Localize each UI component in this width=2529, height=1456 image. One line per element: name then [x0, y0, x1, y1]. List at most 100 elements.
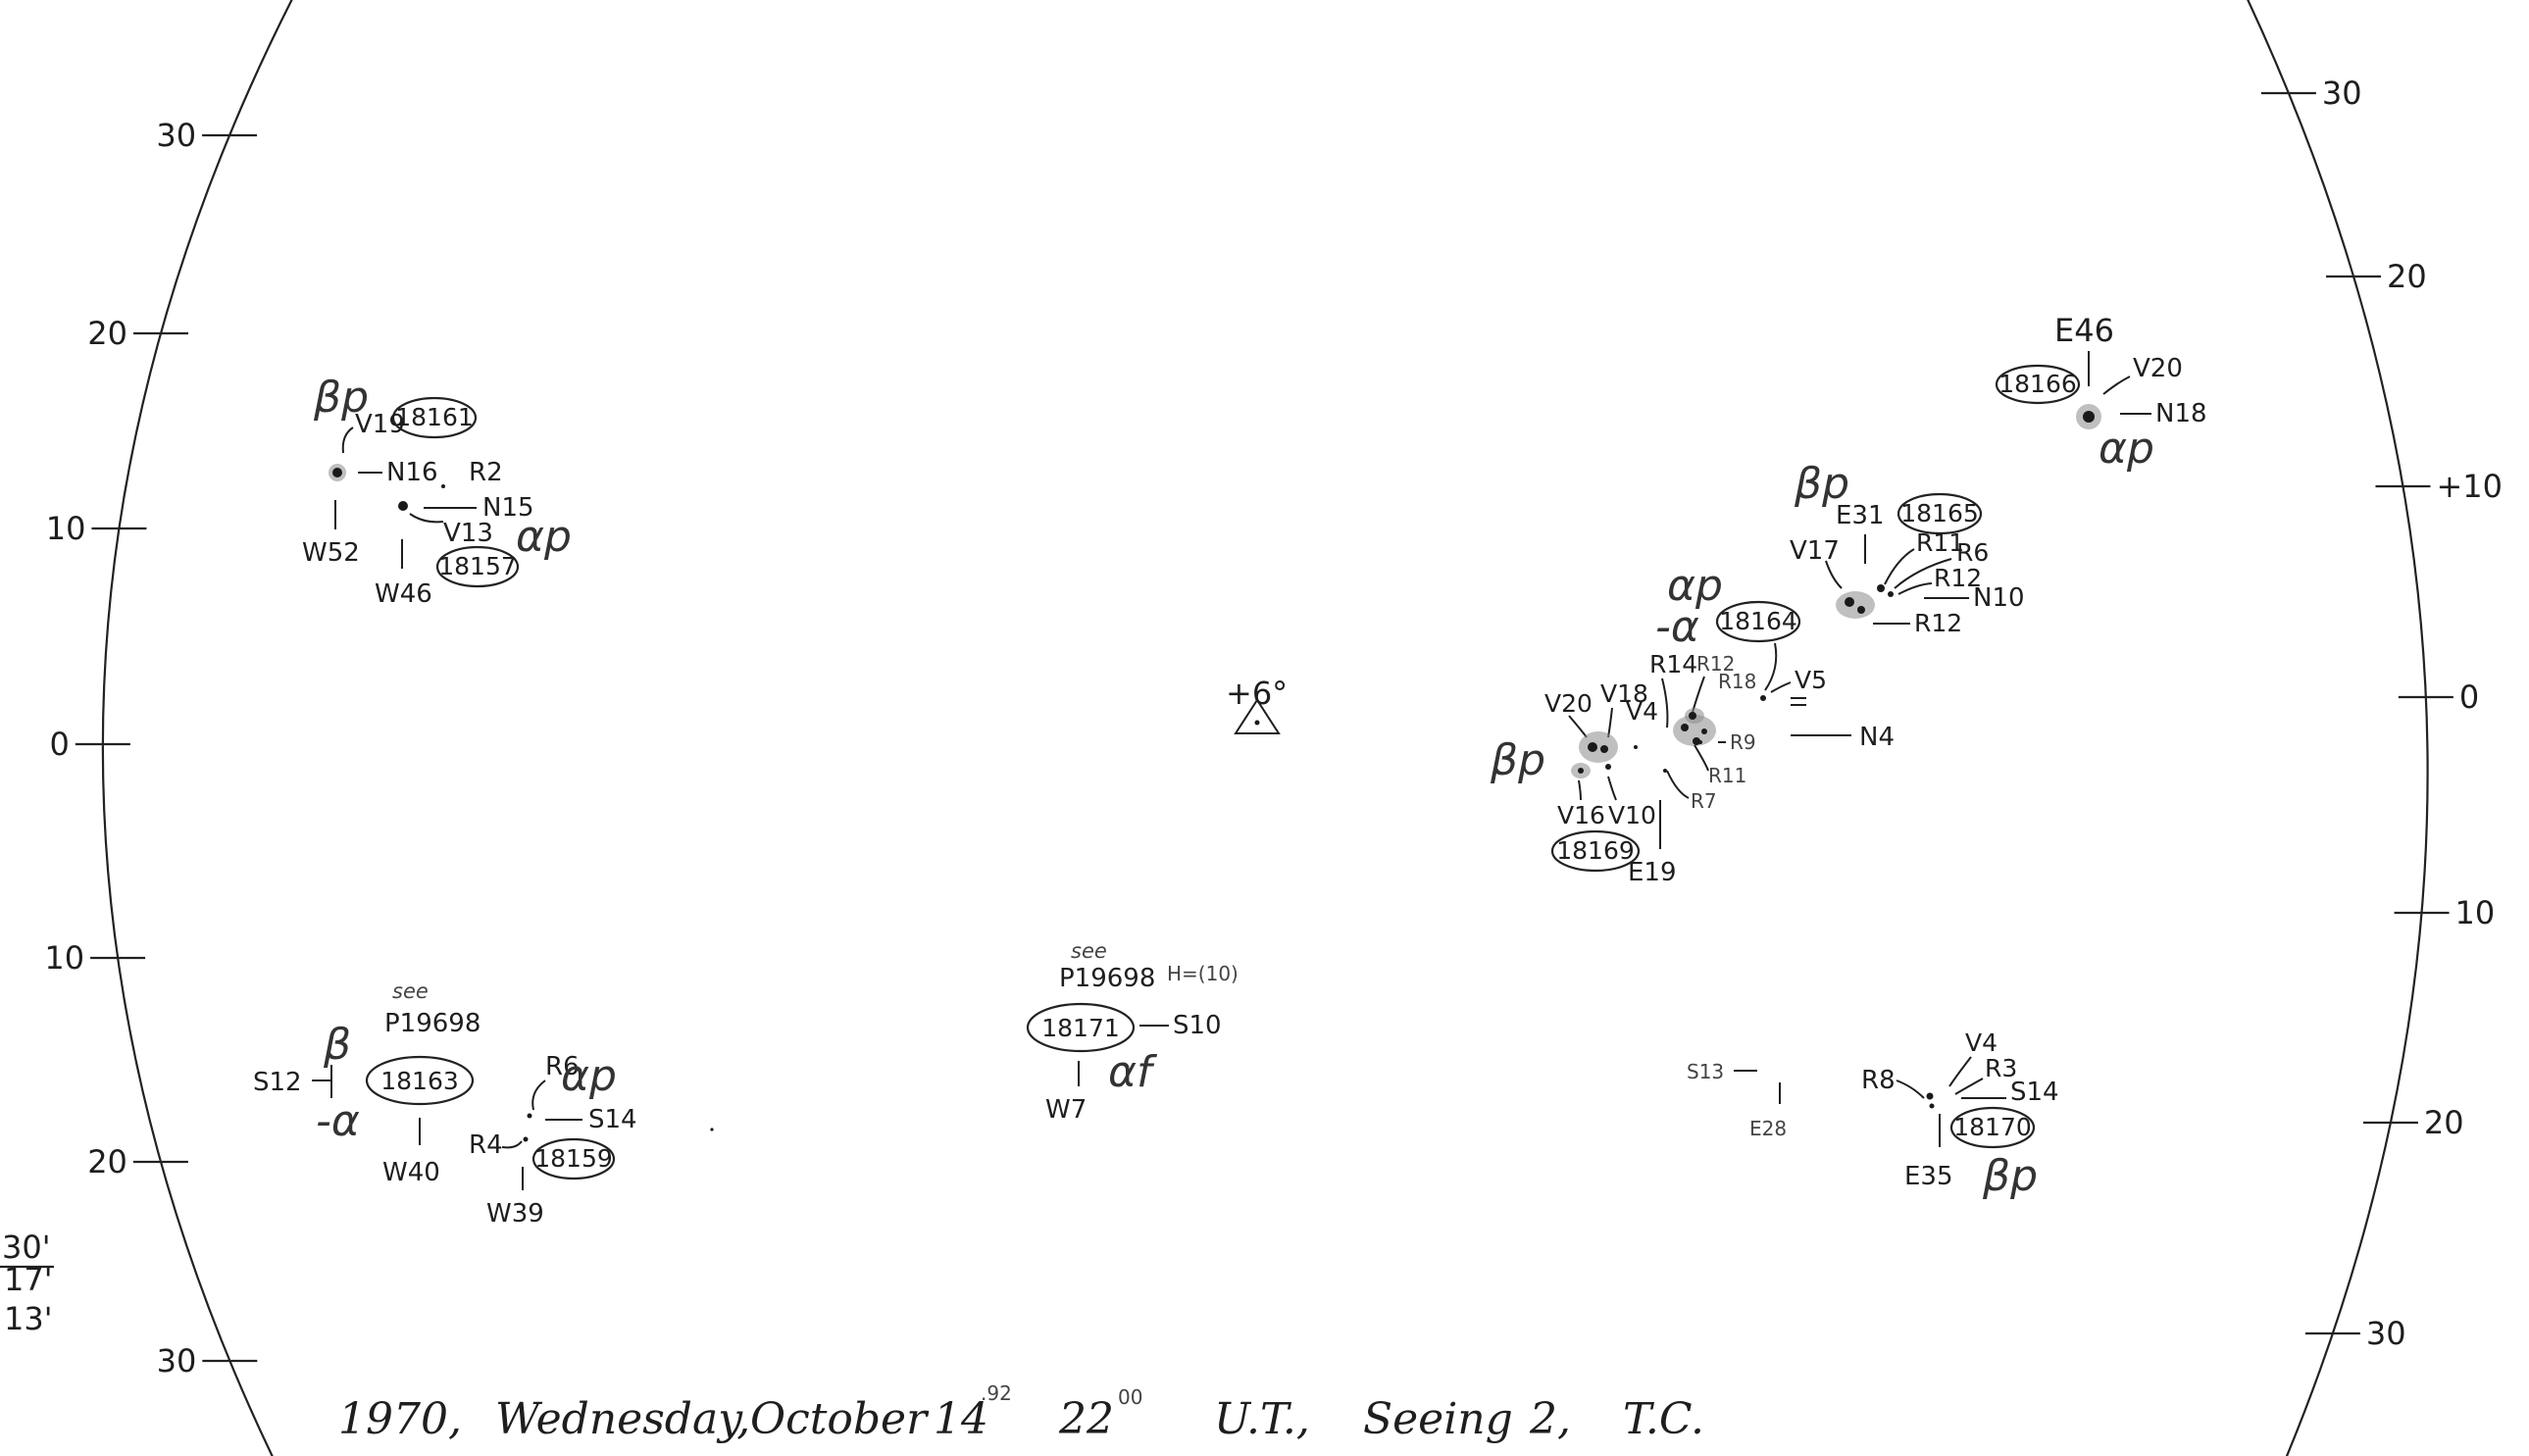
- center-dot: [1254, 720, 1260, 726]
- region-class: β: [323, 1020, 351, 1070]
- region-class: αp: [516, 512, 572, 562]
- penumbra: [1673, 715, 1716, 746]
- spot-label: V4: [1965, 1029, 1998, 1057]
- spot-label: R9: [1730, 730, 1756, 754]
- region-number-oval: [1949, 1106, 2036, 1149]
- disk-center-mark: +6°: [1226, 675, 1288, 734]
- spot-label: E28: [1749, 1117, 1787, 1140]
- leader-line: [1694, 744, 1709, 772]
- region-number-oval: [391, 396, 478, 439]
- spot-label: R6: [545, 1052, 580, 1081]
- region-class: βp: [1794, 459, 1849, 509]
- region-18163: see P19698 β S12 18163 -α W40: [253, 979, 481, 1187]
- caption-minute: 00: [1118, 1385, 1142, 1409]
- left-scale-label: 30: [156, 117, 196, 154]
- right-scale-label: 30: [2366, 1315, 2406, 1352]
- region-subclass: -α: [316, 1096, 360, 1146]
- leader-line: [1607, 707, 1613, 738]
- margin-note-3: 13': [4, 1300, 53, 1337]
- spot-label: R8: [1861, 1066, 1896, 1095]
- margin-note-1: 30': [2, 1229, 51, 1266]
- region-number-oval: [1550, 829, 1641, 873]
- spot-label: R11: [1708, 764, 1746, 787]
- region-number: 18157: [438, 552, 517, 580]
- spot-label: R7: [1691, 789, 1717, 813]
- sunspot: [1845, 597, 1854, 607]
- right-scale-label: 20: [2424, 1104, 2464, 1141]
- sunspot: [1634, 745, 1638, 749]
- region-class: αp: [2099, 424, 2154, 474]
- sunspot: [523, 1136, 529, 1142]
- leader-line: [501, 1140, 523, 1149]
- caption-hour: 22: [1058, 1394, 1114, 1444]
- sunspot: [1588, 742, 1597, 752]
- spot-label: V5: [1795, 666, 1827, 694]
- spot-label: N10: [1973, 583, 2025, 613]
- leader-line: [1666, 770, 1690, 799]
- left-scale-label: 20: [87, 315, 127, 352]
- region-number: 18159: [534, 1144, 613, 1173]
- leader-line: [2102, 376, 2131, 395]
- region-number-oval: [1995, 364, 2081, 405]
- sunspot: [710, 1128, 714, 1131]
- region-18166: E46 18166 V20 N18 αp: [1995, 312, 2207, 474]
- leader-line: [1770, 681, 1792, 693]
- right-scale-label: 0: [2459, 678, 2479, 716]
- spot-label: V17: [1790, 536, 1840, 566]
- region-number: 18169: [1556, 836, 1635, 865]
- caption-weekday: Wednesday,: [495, 1394, 750, 1444]
- sunspot: [1663, 769, 1667, 773]
- region-number: 18171: [1041, 1014, 1120, 1042]
- left-scale-label: 30: [157, 1342, 197, 1380]
- area-note: H=(10): [1167, 962, 1239, 985]
- spot-label: R11: [1916, 528, 1964, 557]
- region-number: 18165: [1900, 499, 1979, 527]
- see-note: see: [1071, 939, 1107, 963]
- leader-line: [1764, 642, 1778, 691]
- region-class: βp: [313, 373, 369, 423]
- spot-label: R12: [1934, 564, 1982, 592]
- spot-label: R12: [1914, 609, 1962, 637]
- center-triangle-icon: [1234, 698, 1281, 734]
- right-scale-label: 10: [2455, 894, 2496, 931]
- region-18169: βp V20 V18 V4 V16 V10 18169 E19: [1490, 679, 1677, 887]
- spot-label: N18: [2155, 399, 2207, 428]
- spot-label: R2: [469, 458, 503, 487]
- caption-observer: T.C.: [1623, 1394, 1704, 1444]
- right-scale-label: 20: [2387, 258, 2427, 295]
- spot-label: W46: [375, 579, 432, 609]
- sunspot: [1689, 712, 1696, 720]
- spot-label: R14: [1649, 650, 1697, 678]
- leader-line: [1897, 582, 1933, 595]
- sunspot: [441, 484, 445, 488]
- region-number-oval: [365, 1055, 475, 1106]
- penumbra: [1579, 731, 1618, 763]
- sunspot: [1888, 591, 1894, 597]
- spot-label: E35: [1904, 1162, 1953, 1191]
- sunspot: [332, 468, 342, 477]
- spot-label: N16: [386, 458, 438, 487]
- caption-seeing-label: Seeing: [1363, 1394, 1513, 1444]
- caption-time-standard: U.T.,: [1214, 1394, 1310, 1444]
- leader-line: [1661, 678, 1669, 728]
- leader-line: [1568, 715, 1588, 738]
- spot-label: E19: [1628, 858, 1677, 887]
- spot-label: R3: [1985, 1054, 2017, 1082]
- left-scale-label: 10: [46, 510, 86, 547]
- region-18170: R8 V4 R3 S14 18170 E35 βp: [1861, 1029, 2059, 1201]
- spot-label: W39: [486, 1199, 544, 1229]
- region-number-oval: [1026, 1002, 1136, 1053]
- sunspot: [2083, 411, 2095, 423]
- spot-label: V18: [1600, 679, 1648, 708]
- center-label: +6°: [1226, 675, 1288, 712]
- spot-label: W40: [382, 1158, 440, 1187]
- spot-label: V20: [2133, 354, 2183, 383]
- spot-label: V13: [443, 519, 493, 548]
- spot-label: V20: [1544, 689, 1593, 718]
- see-note: see: [392, 979, 429, 1003]
- spot-label: W7: [1045, 1095, 1087, 1125]
- sunspot: [1605, 764, 1611, 770]
